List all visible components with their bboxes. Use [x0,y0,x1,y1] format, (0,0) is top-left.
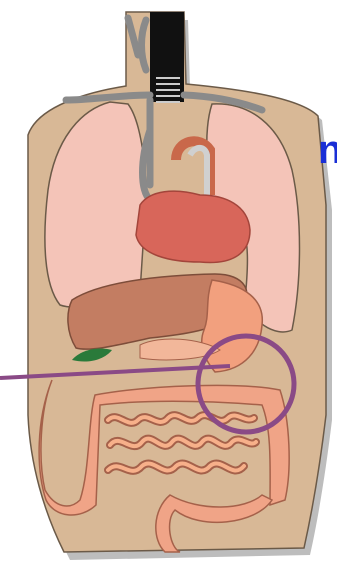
title-fragment: n [318,130,337,170]
trachea [150,12,184,102]
heart [136,191,250,262]
